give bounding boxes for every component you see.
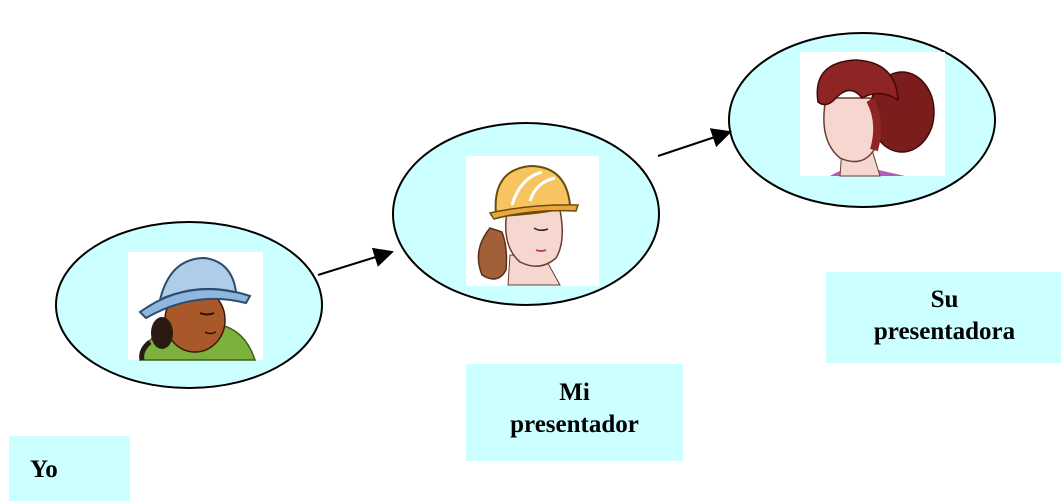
label-yo: Yo (9, 436, 130, 501)
node-mi-presentador (392, 122, 660, 306)
node-yo (55, 221, 323, 389)
label-mi-presentador-line-2: presentador (510, 411, 639, 438)
node-su-presentadora (728, 32, 996, 208)
woman-red-hair-icon (800, 52, 945, 177)
edge-mi-presentador-to-su-presentadora (657, 128, 732, 157)
label-yo-line-1: Yo (30, 456, 58, 483)
label-mi-presentador-line-1: Mi (559, 379, 590, 406)
person-hard-hat-icon (466, 156, 599, 286)
label-su-presentadora: Su presentadora (826, 272, 1061, 363)
label-mi-presentador: Mi presentador (466, 364, 683, 461)
edge-yo-to-mi-presentador (317, 247, 394, 276)
label-su-presentadora-line-2: presentadora (873, 318, 1016, 345)
label-su-presentadora-line-1: Su (930, 286, 959, 313)
person-sun-hat-icon (128, 252, 263, 361)
